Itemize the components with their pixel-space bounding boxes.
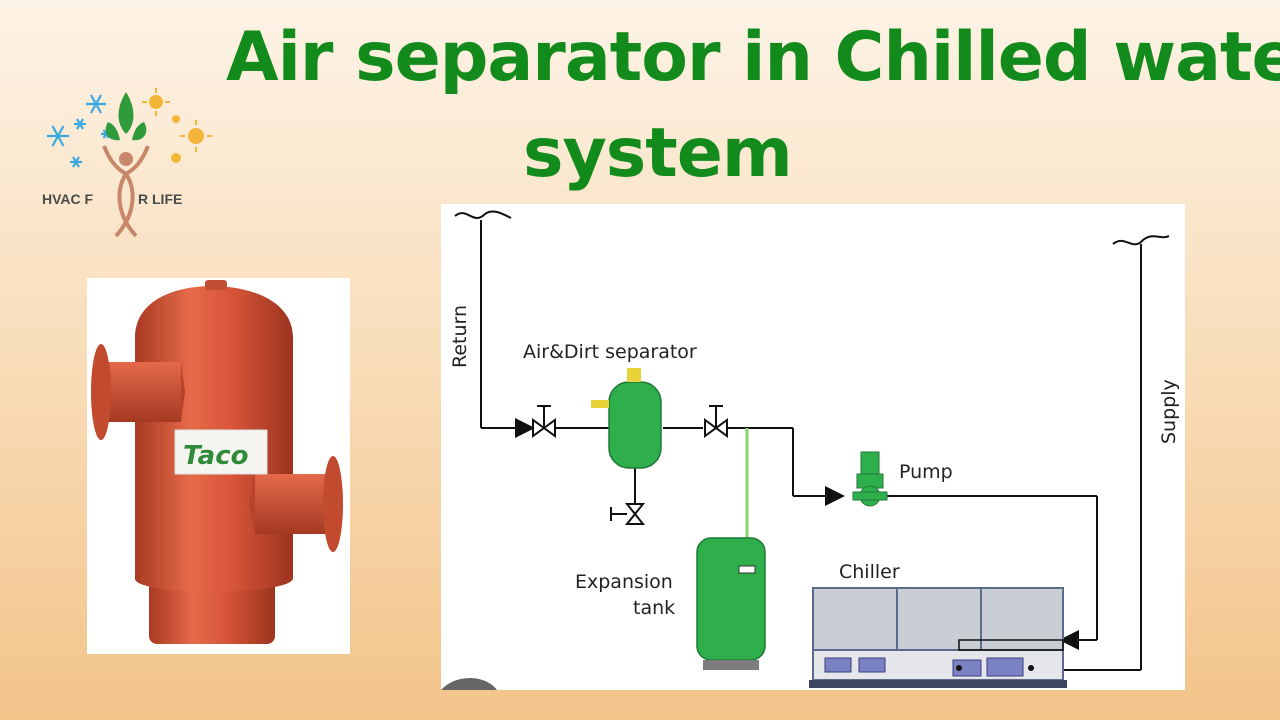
expansion-tank-label-line2: tank [633,597,675,619]
taco-brand-label: Taco [183,441,248,471]
expansion-tank [696,537,766,670]
person-figure-icon [102,145,150,238]
pump-label: Pump [899,461,953,483]
chilled-water-system-diagram: Return Supply Air&Dirt separator Pump Ex… [441,204,1185,690]
logo-text-left: HVAC F [42,191,94,207]
separator-label: Air&Dirt separator [523,341,697,363]
expansion-tank-label-line1: Expansion [575,571,673,593]
schematic-svg: Return Supply Air&Dirt separator Pump Ex… [441,210,1180,690]
pipe-network [454,210,1170,671]
chiller-label: Chiller [839,561,900,583]
corner-ui-button [441,678,497,690]
chiller-unit [809,587,1067,688]
sun-icon [142,88,212,163]
valve-icon [704,405,728,438]
supply-label: Supply [1158,379,1180,444]
snowflake-icon [47,94,111,168]
air-separator-photo: Taco [87,278,350,654]
air-dirt-separator-vessel [591,368,662,469]
valve-icon [532,405,556,438]
logo-text-right: R LIFE [138,191,182,207]
hvac-for-life-logo: HVAC F R LIFE [42,88,212,238]
air-separator-tank-illustration: Taco [91,280,343,644]
leaf-icon [105,92,147,141]
slide-title-line-1: Air separator in Chilled water [226,18,1280,97]
slide-title-line-2: system [523,114,793,193]
return-label: Return [449,305,471,368]
pump-icon [852,451,888,507]
valve-icon [610,503,646,525]
